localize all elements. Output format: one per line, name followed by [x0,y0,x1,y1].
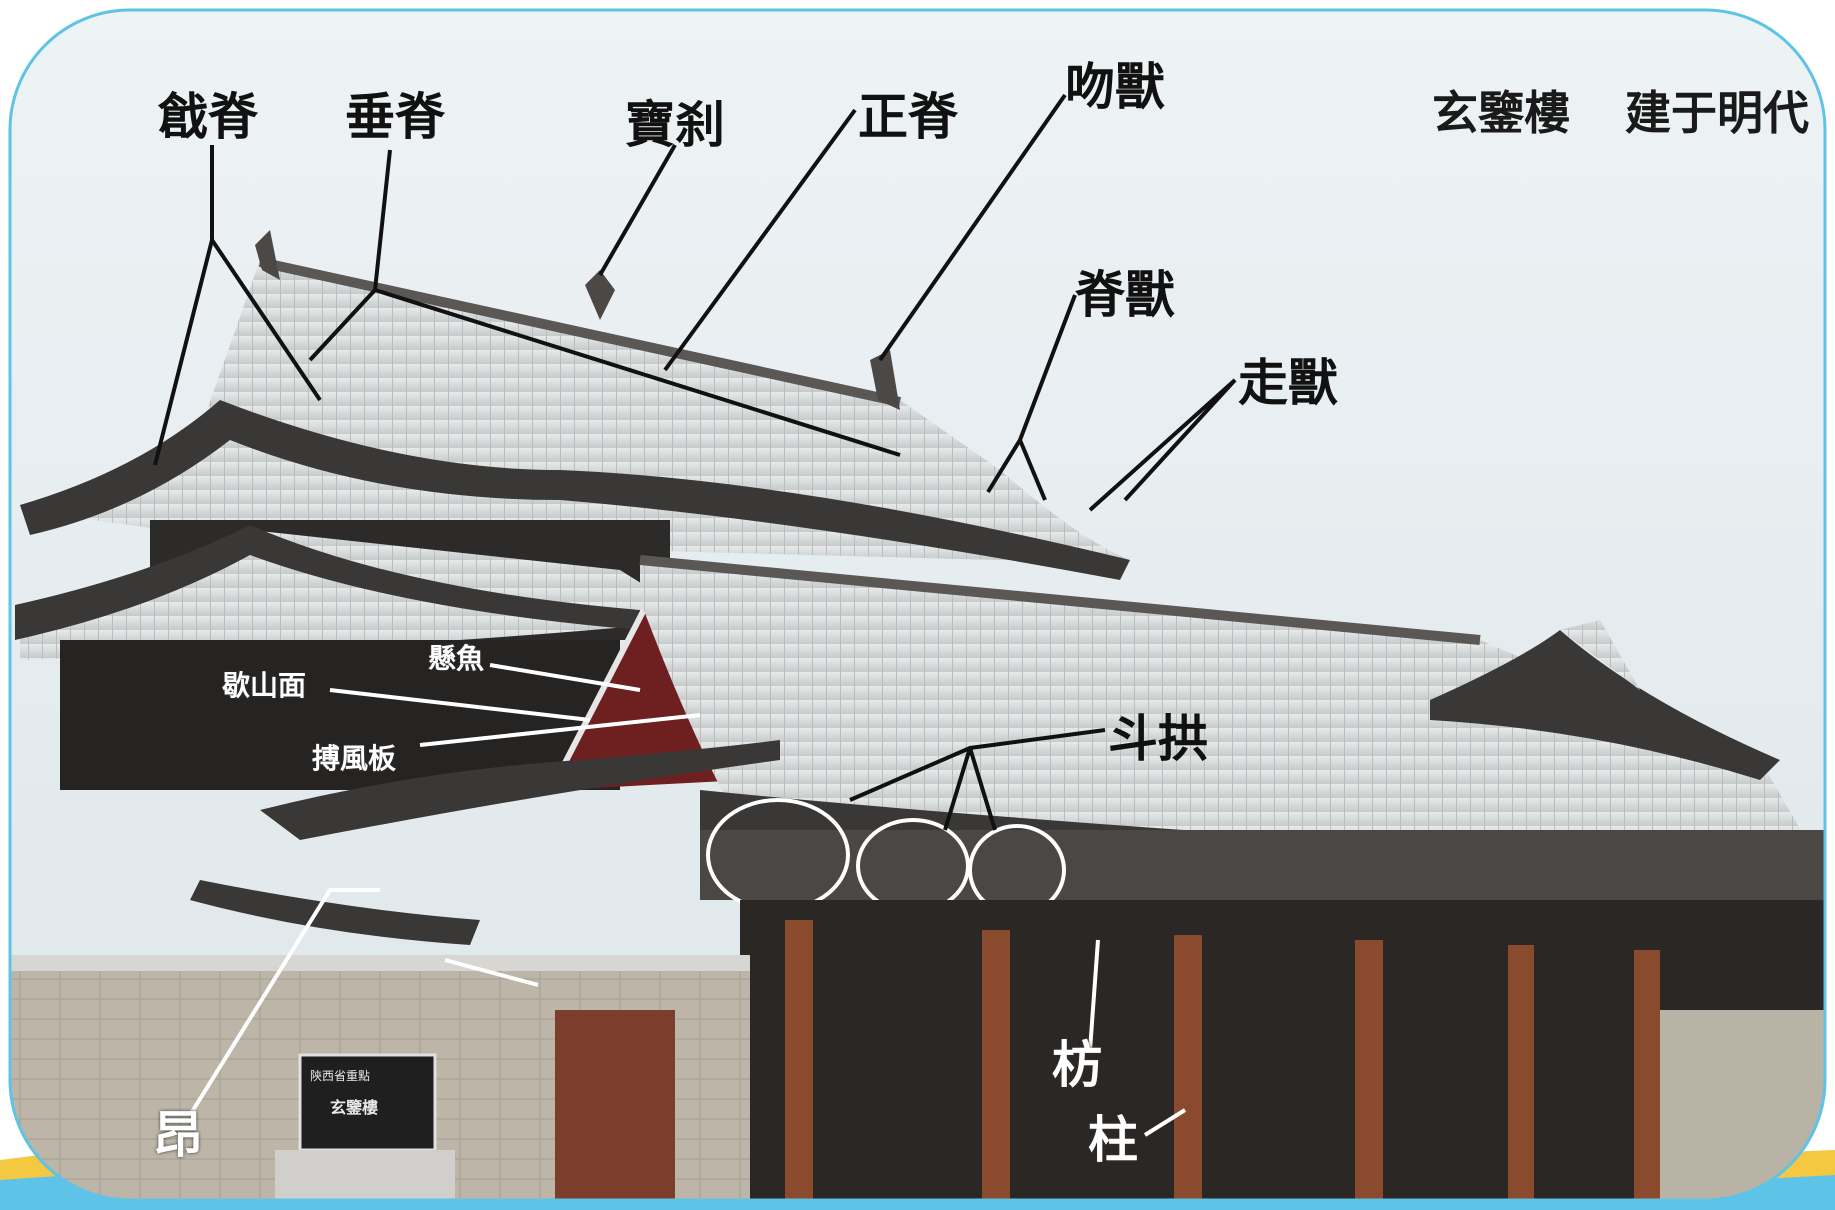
label-zhu: 柱 [1088,1110,1138,1169]
label-xuanyu: 懸魚 [428,642,485,675]
leader-lines-dark [153,93,1237,831]
label-wenshou: 吻獸 [1065,57,1165,116]
upper-roof [20,260,1130,560]
label-ang: 昂 [153,1105,203,1164]
column [1634,950,1660,1200]
label-fang: 枋 [1052,1035,1102,1094]
plaque-line-2: 玄鑒樓 [330,1098,379,1117]
label-chuiji: 垂脊 [345,87,445,146]
upper-eave [20,400,1130,580]
label-baocha: 寶刹 [625,95,725,154]
label-zhengji: 正脊 [858,87,958,146]
stone-plaque [298,1053,437,1152]
leader-lines-light [188,663,1187,1137]
gable-triangle [555,600,745,790]
column [1174,935,1202,1200]
frame-border [8,8,1827,1202]
label-zoushou: 走獸 [1238,353,1338,412]
main-roof [640,560,1825,880]
dougong-band [700,830,1825,900]
label-xieshanmian: 歇山面 [222,669,307,702]
column [1508,945,1534,1200]
column [982,930,1010,1200]
label-dougong: 斗拱 [1108,709,1208,768]
door [555,1010,675,1200]
building-name: 玄鑒樓 [1432,86,1570,140]
label-qiji: 戧脊 [158,87,258,146]
label-jishou: 脊獸 [1075,265,1175,324]
column [785,920,813,1200]
column [1355,940,1383,1200]
building-era: 建于明代 [1625,86,1809,140]
label-bofengban: 搏風板 [312,742,397,775]
plaque-line-1: 陝西省重點 [310,1069,371,1083]
